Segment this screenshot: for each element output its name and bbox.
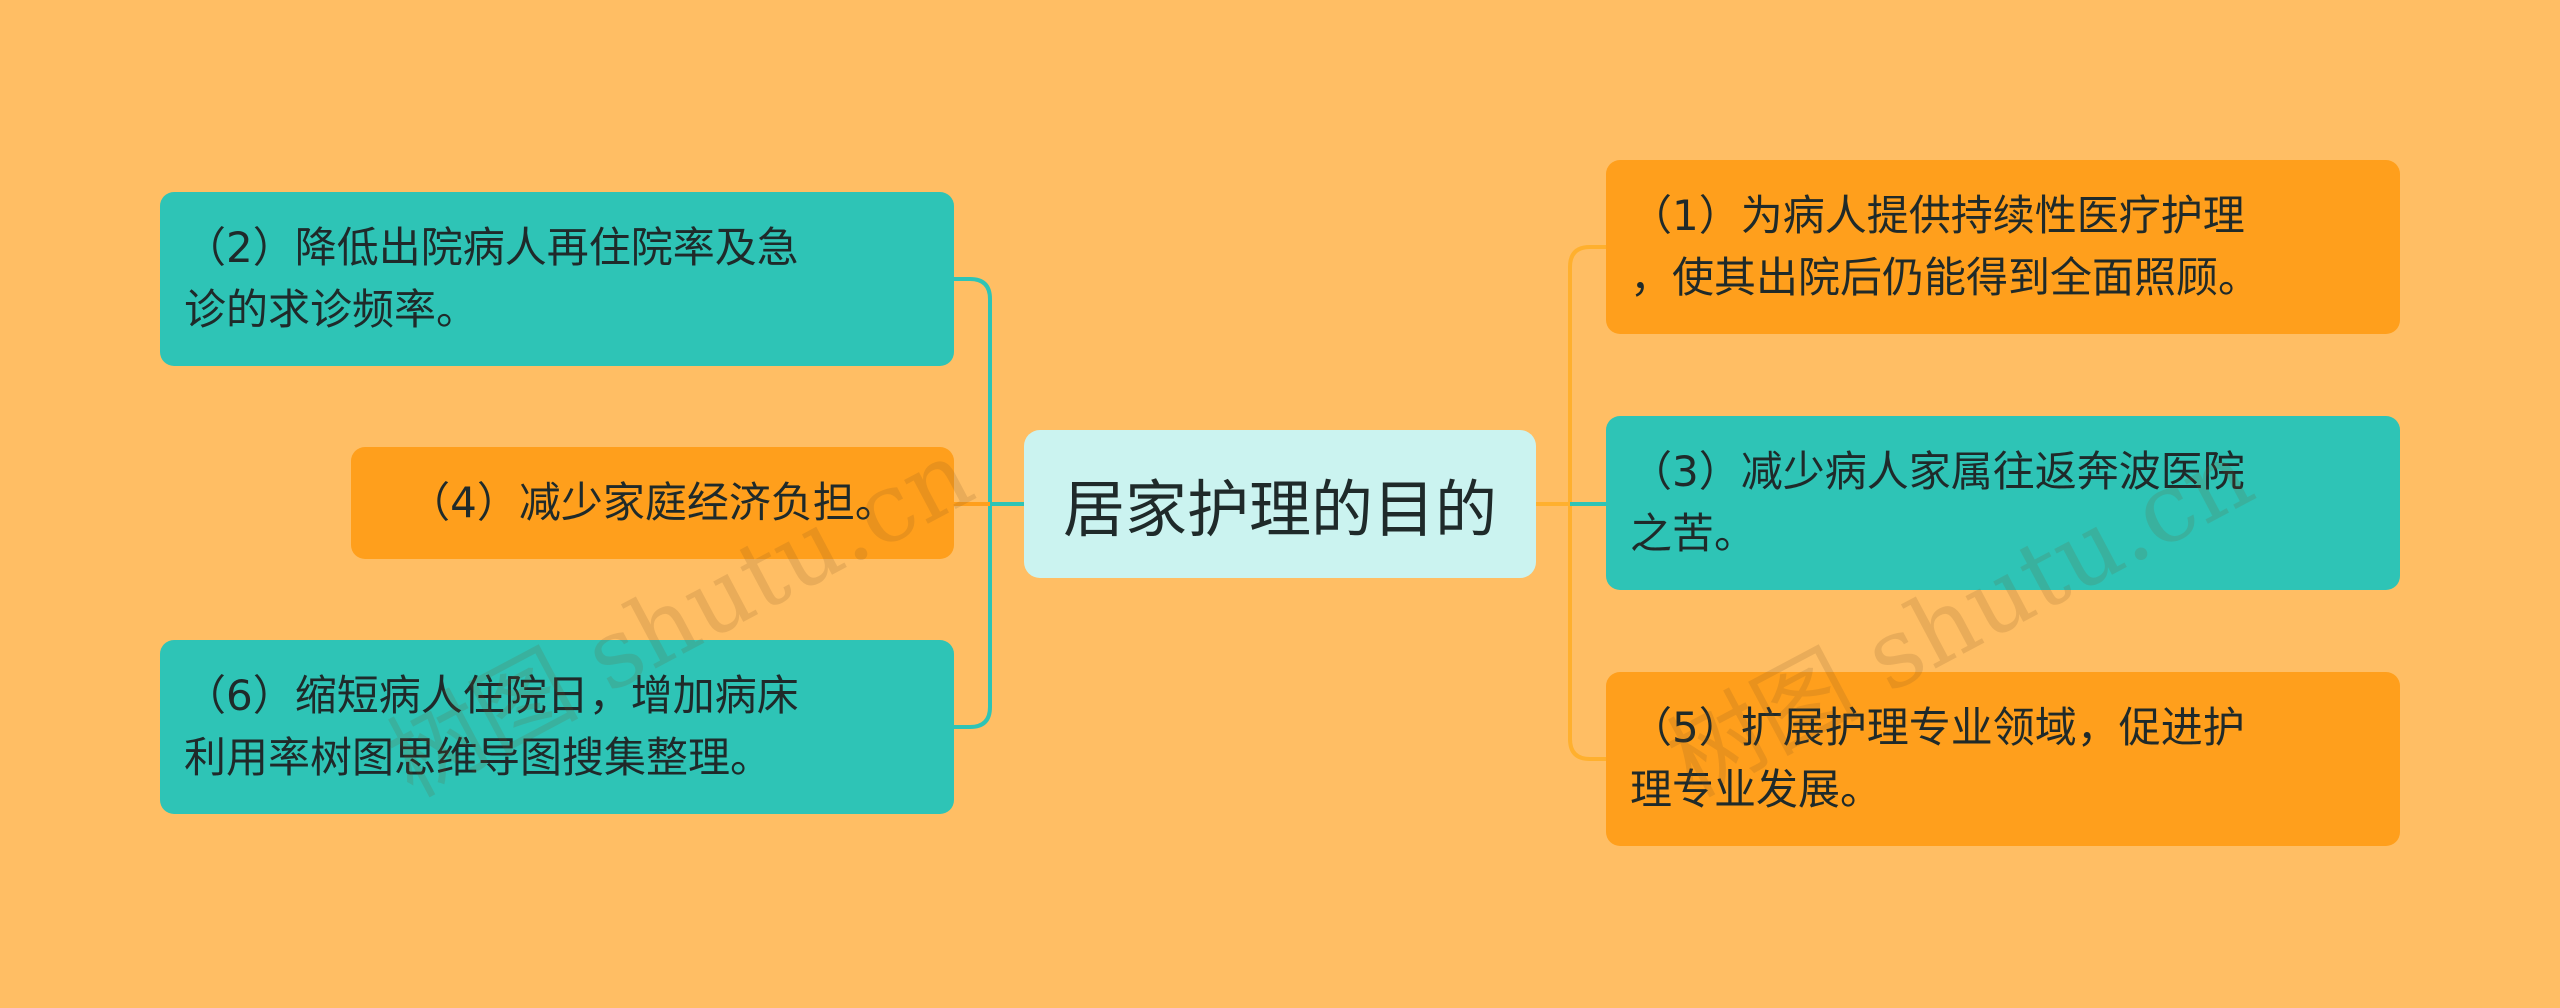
branch-node-left-3[interactable]: （6）缩短病人住院日，增加病床 利用率树图思维导图搜集整理。 [160,640,954,814]
branch-label: （2）降低出院病人再住院率及急 诊的求诊频率。 [184,223,799,334]
center-node[interactable]: 居家护理的目的 [1024,430,1536,578]
branch-node-right-3[interactable]: （5）扩展护理专业领域，促进护 理专业发展。 [1606,672,2400,846]
branch-node-left-1[interactable]: （2）降低出院病人再住院率及急 诊的求诊频率。 [160,192,954,366]
branch-label: （5）扩展护理专业领域，促进护 理专业发展。 [1630,703,2245,814]
branch-label: （6）缩短病人住院日，增加病床 利用率树图思维导图搜集整理。 [184,671,799,782]
branch-node-left-2[interactable]: （4）减少家庭经济负担。 [351,447,954,559]
branch-label: （3）减少病人家属往返奔波医院 之苦。 [1630,447,2245,558]
branch-node-right-2[interactable]: （3）减少病人家属往返奔波医院 之苦。 [1606,416,2400,590]
branch-label: （4）减少家庭经济负担。 [408,478,897,527]
center-label: 居家护理的目的 [1062,473,1497,546]
branch-node-right-1[interactable]: （1）为病人提供持续性医疗护理 ，使其出院后仍能得到全面照顾。 [1606,160,2400,334]
branch-label: （1）为病人提供持续性医疗护理 ，使其出院后仍能得到全面照顾。 [1630,191,2261,302]
